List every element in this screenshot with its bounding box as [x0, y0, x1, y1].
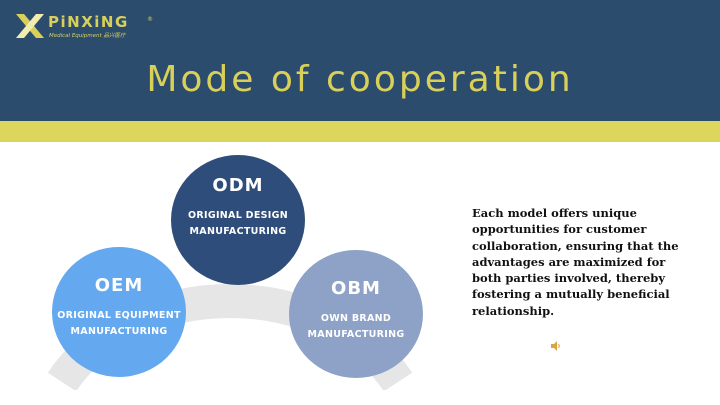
model-abbr: OBM [331, 278, 381, 299]
model-circle-oem: OEM ORIGINAL EQUIPMENT MANUFACTURING [52, 247, 186, 377]
model-name-line1: ORIGINAL EQUIPMENT [57, 310, 181, 321]
model-name-line1: ORIGINAL DESIGN [188, 210, 288, 221]
slide-header: PiNXiNG ® Medical Equipment 品兴医疗 Mode of… [0, 0, 720, 121]
brand-subtitle: Medical Equipment 品兴医疗 [49, 33, 126, 39]
brand-registered-mark: ® [147, 16, 153, 23]
model-name-line2: MANUFACTURING [70, 326, 168, 337]
speaker-icon[interactable] [549, 340, 561, 352]
model-circle-odm: ODM ORIGINAL DESIGN MANUFACTURING [171, 155, 305, 285]
model-name-line2: MANUFACTURING [307, 329, 405, 340]
model-full-name: OWN BRAND MANUFACTURING [289, 311, 423, 343]
model-abbr: OEM [94, 275, 144, 296]
slide-title: Mode of cooperation [146, 59, 574, 100]
model-full-name: ORIGINAL EQUIPMENT MANUFACTURING [52, 308, 186, 340]
model-circle-obm: OBM OWN BRAND MANUFACTURING [289, 250, 423, 378]
brand-x-icon [16, 14, 44, 38]
description-text: Each model offers unique opportunities f… [472, 206, 679, 318]
accent-band [0, 121, 720, 142]
model-abbr: ODM [212, 175, 264, 196]
brand-logo: PiNXiNG ® Medical Equipment 品兴医疗 [16, 13, 156, 42]
model-name-line2: MANUFACTURING [189, 226, 287, 237]
brand-name: PiNXiNG [48, 13, 129, 31]
model-full-name: ORIGINAL DESIGN MANUFACTURING [171, 208, 305, 240]
model-name-line1: OWN BRAND [320, 313, 392, 324]
